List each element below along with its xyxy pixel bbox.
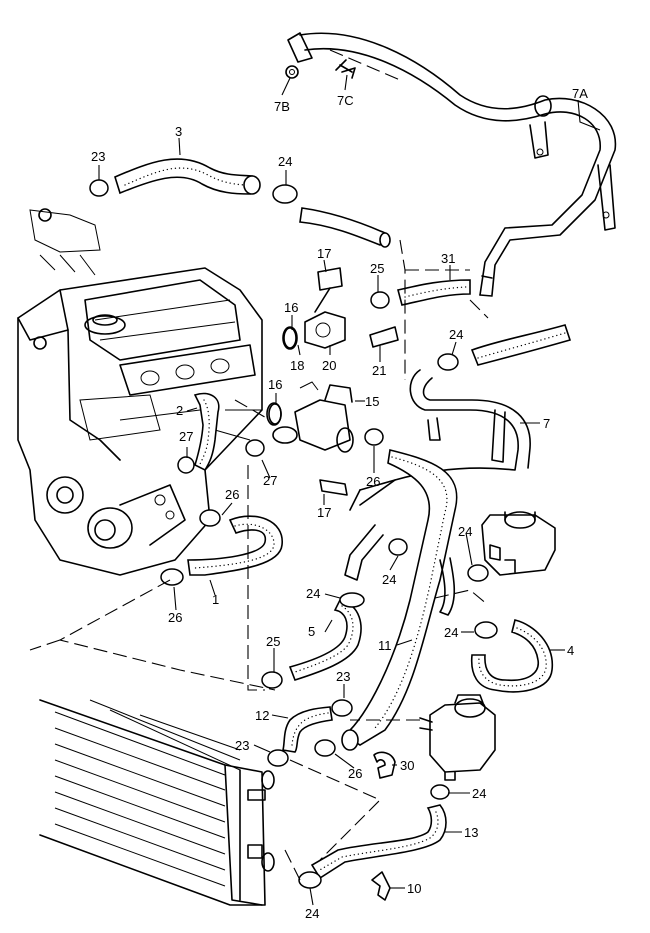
callout-27: 27 [263,473,277,488]
hose-upper-connector [299,207,391,248]
callout-7: 7 [543,416,550,431]
pipe-7A [285,32,617,297]
callout-24: 24 [444,625,458,640]
callout-24: 24 [305,906,319,921]
callout-23: 23 [336,669,350,684]
callout-23: 23 [235,738,249,753]
callout-24: 24 [278,154,292,169]
callout-30: 30 [400,758,414,773]
callout-15: 15 [365,394,379,409]
hose-12 [282,706,333,753]
callout-26: 26 [168,610,182,625]
hose-tank-overflow [439,557,456,616]
hose-bypass [344,524,384,581]
callout-21: 21 [372,363,386,378]
callout-7A: 7A [572,86,588,101]
hose-3 [114,158,261,195]
callout-25: 25 [370,261,384,276]
callout-24: 24 [382,572,396,587]
leader-lines [98,74,601,906]
coolant-flange-15 [268,381,354,496]
callout-17: 17 [317,505,331,520]
callout-24: 24 [472,786,486,801]
hose-1 [187,515,283,576]
callout-27: 27 [179,429,193,444]
thermostat-flange-20 [283,267,399,349]
callout-16: 16 [268,377,282,392]
callout-17: 17 [317,246,331,261]
hose-31 [397,279,471,306]
hose-clamps [89,179,498,901]
callout-10: 10 [407,881,421,896]
callout-24: 24 [306,586,320,601]
callout-1: 1 [212,592,219,607]
callout-3: 3 [175,124,182,139]
callout-2: 2 [176,403,183,418]
callout-31: 31 [441,251,455,266]
callout-20: 20 [322,358,336,373]
callout-labels: 7B 7C 7A 3 23 24 17 25 31 16 18 20 21 24… [91,86,588,921]
callout-4: 4 [567,643,574,658]
callout-26: 26 [225,487,239,502]
expansion-tank-lower [419,694,496,781]
callout-12: 12 [255,708,269,723]
callout-26: 26 [348,766,362,781]
callout-16: 16 [284,300,298,315]
engine-block [17,208,263,576]
callout-18: 18 [290,358,304,373]
expansion-tank-upper [481,511,556,576]
radiator [39,699,275,906]
callout-26: 26 [366,474,380,489]
callout-13: 13 [464,825,478,840]
callout-7B: 7B [274,99,290,114]
callout-7C: 7C [337,93,354,108]
callout-11: 11 [378,638,392,653]
callout-23: 23 [91,149,105,164]
hose-13 [310,804,447,880]
callout-5: 5 [308,624,315,639]
assembly-dash-lines [29,49,489,881]
callout-24: 24 [449,327,463,342]
hose-4 [470,619,553,693]
hose-5 [288,599,362,681]
callout-24: 24 [458,524,472,539]
seal-rings [266,326,298,426]
hose-11 [341,449,458,751]
callout-25: 25 [266,634,280,649]
hose-right-upper [470,324,572,366]
hose-2 [193,392,220,472]
